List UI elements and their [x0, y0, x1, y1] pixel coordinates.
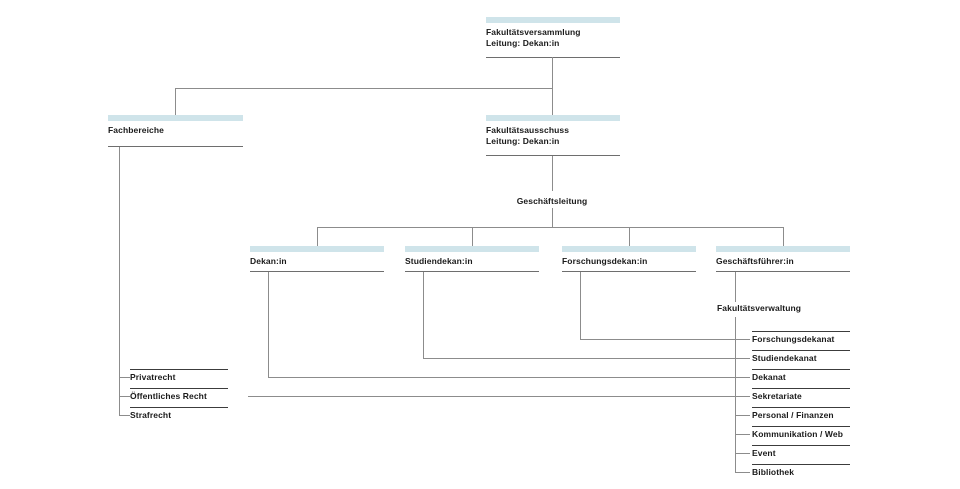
node-subtitle: Leitung: Dekan:in: [486, 135, 560, 146]
connector-line: [735, 317, 736, 473]
connector-line: [580, 272, 581, 339]
connector-line: [552, 88, 553, 115]
connector-line: [175, 88, 176, 115]
connector-line: [423, 272, 424, 358]
connector-line: [783, 227, 784, 246]
list-item-label: Dekanat: [752, 372, 786, 382]
connector-line: [735, 472, 750, 473]
node-fachbereiche: Fachbereiche: [108, 115, 243, 147]
list-item-label: Bibliothek: [752, 467, 795, 477]
connector-line: [552, 156, 553, 191]
connector-line: [317, 227, 318, 246]
list-item-personal-finanzen: Personal / Finanzen: [752, 407, 850, 420]
list-item-label: Forschungsdekanat: [752, 334, 835, 344]
list-item-sekretariate: Sekretariate: [752, 388, 850, 401]
node-studiendekan: Studiendekan:in: [405, 246, 539, 272]
node-title: Forschungsdekan:in: [562, 256, 648, 266]
connector-line: [119, 396, 130, 397]
accent-bar: [486, 115, 620, 121]
node-title: Fakultätsversammlung: [486, 27, 581, 37]
list-item-privatrecht: Privatrecht: [130, 369, 228, 382]
node-subtitle: Leitung: Dekan:in: [486, 37, 560, 48]
list-item-label: Kommunikation / Web: [752, 429, 843, 439]
label-geschaeftsleitung: Geschäftsleitung: [516, 196, 588, 206]
node-title: Fakultätsausschuss: [486, 125, 570, 135]
connector-line: [268, 377, 750, 378]
connector-line: [629, 227, 630, 246]
list-item-label: Strafrecht: [130, 410, 172, 420]
connector-line: [317, 227, 784, 228]
connector-line: [119, 147, 120, 416]
connector-line: [423, 358, 750, 359]
connector-line: [735, 415, 750, 416]
accent-bar: [562, 246, 696, 252]
list-item-studiendekanat: Studiendekanat: [752, 350, 850, 363]
list-item-kommunikation-web: Kommunikation / Web: [752, 426, 850, 439]
list-item-label: Personal / Finanzen: [752, 410, 834, 420]
connector-line: [580, 339, 750, 340]
node-fakultaetsausschuss: Fakultätsausschuss Leitung: Dekan:in: [486, 115, 620, 156]
list-item-event: Event: [752, 445, 850, 458]
connector-line: [119, 415, 130, 416]
connector-line: [248, 396, 750, 397]
list-item-bibliothek: Bibliothek: [752, 464, 850, 477]
accent-bar: [108, 115, 243, 121]
connector-line: [552, 57, 553, 88]
node-dekan: Dekan:in: [250, 246, 384, 272]
connector-line: [735, 453, 750, 454]
connector-line: [175, 88, 553, 89]
accent-bar: [486, 17, 620, 23]
connector-line: [268, 272, 269, 377]
accent-bar: [405, 246, 539, 252]
list-item-label: Privatrecht: [130, 372, 176, 382]
list-item-label: Event: [752, 448, 776, 458]
label-fakultaetsverwaltung: Fakultätsverwaltung: [717, 303, 802, 313]
connector-line: [735, 272, 736, 302]
list-item-oeffentliches-recht: Öffentliches Recht: [130, 388, 228, 401]
node-title: Geschäftsführer:in: [716, 256, 794, 266]
connector-line: [735, 434, 750, 435]
node-title: Dekan:in: [250, 256, 287, 266]
list-item-label: Öffentliches Recht: [130, 391, 207, 401]
connector-line: [552, 208, 553, 227]
connector-line: [472, 227, 473, 246]
list-item-label: Sekretariate: [752, 391, 802, 401]
node-title: Fachbereiche: [108, 125, 165, 135]
node-fakultaetsversammlung: Fakultätsversammlung Leitung: Dekan:in: [486, 17, 620, 58]
connector-line: [119, 377, 130, 378]
list-item-label: Studiendekanat: [752, 353, 817, 363]
list-item-dekanat: Dekanat: [752, 369, 850, 382]
accent-bar: [250, 246, 384, 252]
node-title: Studiendekan:in: [405, 256, 473, 266]
node-geschaeftsfuehrer: Geschäftsführer:in: [716, 246, 850, 272]
accent-bar: [716, 246, 850, 252]
list-item-forschungsdekanat: Forschungsdekanat: [752, 331, 850, 344]
node-forschungsdekan: Forschungsdekan:in: [562, 246, 696, 272]
list-item-strafrecht: Strafrecht: [130, 407, 228, 420]
